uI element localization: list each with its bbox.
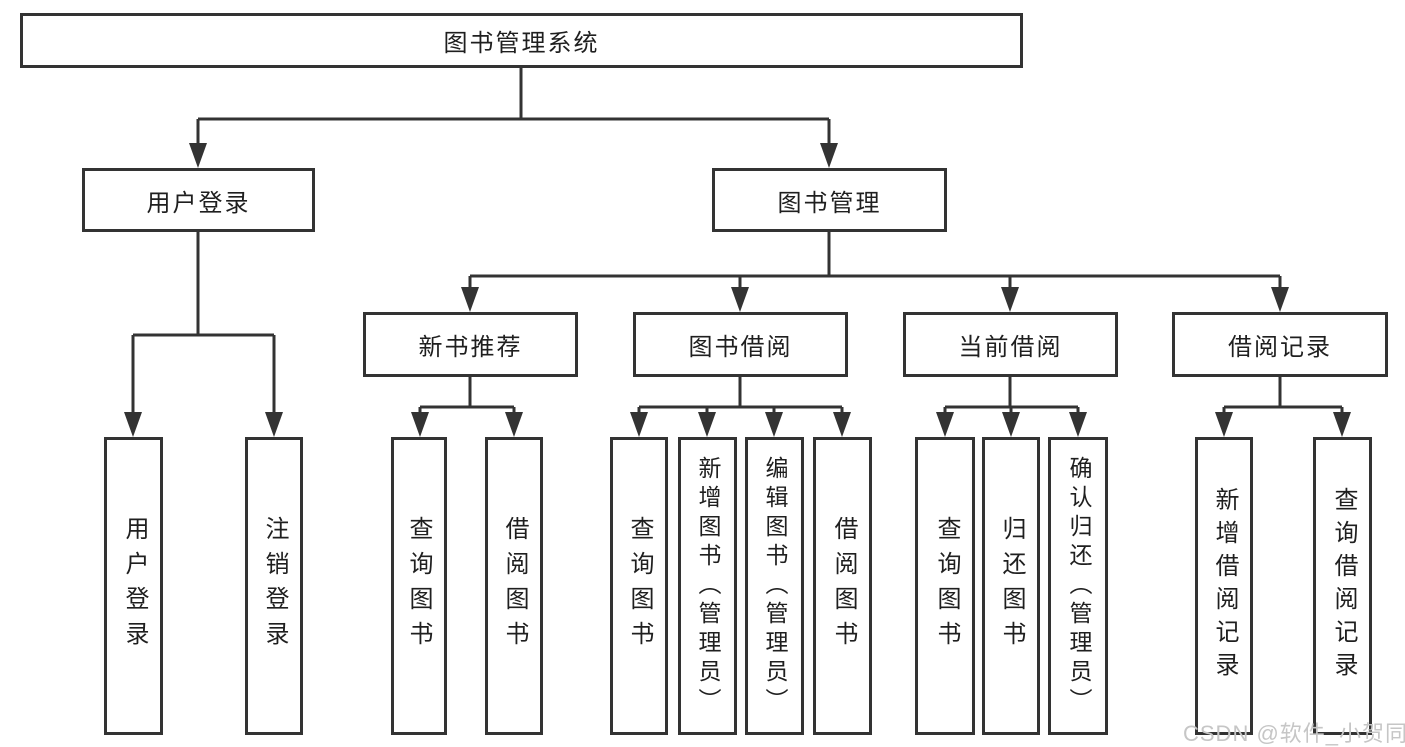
- node-leaf-user-login: 用户登录: [104, 437, 163, 735]
- node-book-management: 图书管理: [712, 168, 947, 232]
- node-leaf-logout: 注销登录: [245, 437, 303, 735]
- node-leaf-edit-books-admin: 编辑图书（管理员）: [745, 437, 804, 735]
- node-library-management-system: 图书管理系统: [20, 13, 1023, 68]
- node-leaf-query-books-3: 查询图书: [915, 437, 975, 735]
- node-leaf-borrow-books-1: 借阅图书: [485, 437, 543, 735]
- node-leaf-add-books-admin: 新增图书（管理员）: [678, 437, 737, 735]
- node-borrowing-records: 借阅记录: [1172, 312, 1388, 377]
- node-leaf-add-borrow-record: 新增借阅记录: [1195, 437, 1253, 735]
- node-current-borrowing: 当前借阅: [903, 312, 1118, 377]
- node-leaf-query-books-1: 查询图书: [391, 437, 447, 735]
- node-leaf-query-books-2: 查询图书: [610, 437, 668, 735]
- csdn-watermark: CSDN @软件_小贺同学: [1183, 721, 1405, 746]
- node-book-borrowing: 图书借阅: [633, 312, 848, 377]
- node-leaf-query-borrow-record: 查询借阅记录: [1313, 437, 1372, 735]
- node-leaf-borrow-books-2: 借阅图书: [813, 437, 872, 735]
- node-leaf-return-books: 归还图书: [982, 437, 1040, 735]
- arrowheads: [124, 143, 1351, 437]
- node-leaf-confirm-return-admin: 确认归还（管理员）: [1048, 437, 1108, 735]
- node-user-login: 用户登录: [82, 168, 315, 232]
- node-new-book-recommendation: 新书推荐: [363, 312, 578, 377]
